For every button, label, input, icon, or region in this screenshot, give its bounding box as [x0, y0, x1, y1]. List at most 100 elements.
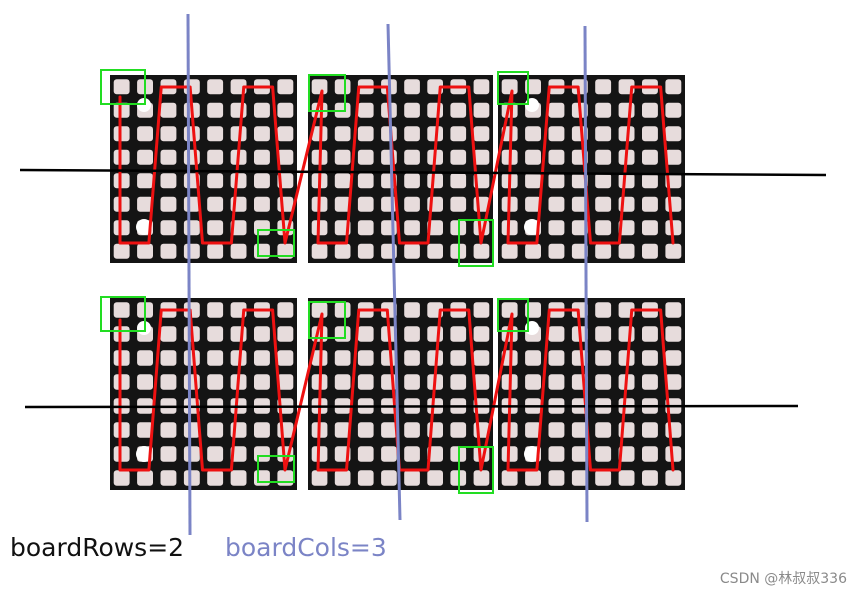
led-pixel — [160, 350, 177, 366]
led-pixel — [183, 220, 200, 236]
led-pixel — [665, 302, 682, 318]
led-pixel — [427, 326, 443, 342]
led-pixel — [473, 374, 490, 390]
led-pixel — [665, 350, 682, 366]
led-pixel — [113, 302, 130, 318]
led-pixel — [404, 350, 420, 366]
led-pixel — [207, 470, 224, 486]
led-pixel — [311, 79, 328, 95]
led-pixel — [311, 302, 328, 318]
led-pixel — [207, 220, 224, 236]
led-pixel — [160, 173, 177, 189]
led-pixel — [450, 374, 467, 390]
led-pixel — [334, 350, 351, 366]
led-pixel — [404, 374, 420, 390]
led-pixel — [665, 446, 682, 462]
led-pixel — [642, 220, 658, 236]
led-pixel — [113, 374, 130, 390]
led-pixel — [357, 243, 374, 259]
led-pixel — [665, 102, 682, 118]
led-board — [110, 75, 297, 263]
led-pixel — [160, 149, 177, 165]
board-background — [308, 298, 493, 490]
led-pixel — [357, 446, 374, 462]
led-pixel — [571, 446, 588, 462]
led-pixel — [160, 196, 177, 212]
led-pixel — [357, 126, 374, 142]
led-pixel — [665, 220, 682, 236]
column-divider — [583, 25, 589, 523]
led-pixel — [381, 422, 397, 438]
led-pixel — [450, 102, 467, 118]
column-divider — [186, 13, 192, 536]
led-pixel — [230, 470, 247, 486]
led-pixel — [548, 196, 565, 212]
led-pixel — [113, 173, 130, 189]
led-pixel — [113, 470, 130, 486]
led-pixel — [548, 350, 565, 366]
led-pixel — [113, 196, 130, 212]
led-pixel — [665, 326, 682, 342]
led-pixel — [642, 374, 658, 390]
led-pixel — [183, 470, 200, 486]
led-pixel — [595, 126, 612, 142]
led-pixel — [665, 196, 682, 212]
led-pixel — [642, 350, 658, 366]
led-pixel — [183, 446, 200, 462]
led-pixel — [381, 350, 397, 366]
led-pixel — [357, 102, 374, 118]
led-marker — [308, 74, 346, 112]
led-pixel — [311, 243, 328, 259]
led-pixel — [277, 196, 294, 212]
led-pixel — [160, 126, 177, 142]
led-pixel — [254, 149, 270, 165]
row-divider — [19, 168, 827, 177]
led-pixel — [571, 350, 588, 366]
led-pixel — [404, 102, 420, 118]
led-pixel — [642, 196, 658, 212]
led-pixel — [450, 350, 467, 366]
led-pixel — [160, 374, 177, 390]
led-pixel — [525, 302, 541, 318]
mounting-hole — [136, 219, 152, 235]
led-pixel — [160, 326, 177, 342]
led-pixel — [207, 374, 224, 390]
led-board — [308, 298, 493, 490]
led-pixel — [137, 196, 153, 212]
led-pixel — [137, 149, 153, 165]
led-pixel — [113, 79, 130, 95]
led-pixel — [501, 102, 518, 118]
led-pixel — [427, 102, 443, 118]
led-pixel — [254, 173, 270, 189]
led-pixel — [548, 470, 565, 486]
led-pixel — [113, 149, 130, 165]
led-pixel — [207, 326, 224, 342]
led-pixel — [334, 302, 351, 318]
led-pixel — [381, 302, 397, 318]
led-marker — [100, 296, 146, 332]
led-pixel — [357, 374, 374, 390]
led-pixel — [183, 196, 200, 212]
led-pixel — [618, 470, 635, 486]
led-marker — [257, 455, 295, 483]
led-pixel — [254, 422, 270, 438]
led-marker — [458, 219, 494, 267]
led-pixel — [571, 470, 588, 486]
led-pixel — [404, 149, 420, 165]
led-pixel — [618, 446, 635, 462]
led-pixel — [404, 196, 420, 212]
led-pixel — [450, 422, 467, 438]
led-pixel — [595, 422, 612, 438]
led-pixel — [404, 220, 420, 236]
led-pixel — [381, 196, 397, 212]
led-pixel — [404, 302, 420, 318]
led-pixel — [207, 243, 224, 259]
led-marker — [458, 446, 494, 494]
led-pixel — [334, 422, 351, 438]
led-marker — [100, 69, 146, 105]
wiring-path — [118, 308, 675, 472]
led-pixel — [160, 422, 177, 438]
led-pixel — [595, 79, 612, 95]
led-pixel — [334, 126, 351, 142]
led-pixel — [665, 374, 682, 390]
